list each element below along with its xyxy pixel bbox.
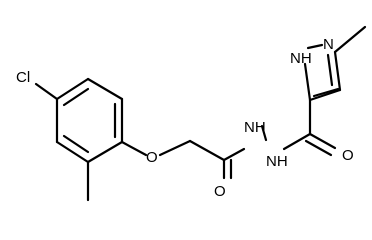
c-cl-bond (34, 82, 59, 101)
carbonyl-nh-bond-left (222, 147, 246, 162)
amide-right-co-bond (308, 132, 337, 150)
molecule-structure-diagram: Cl O O NH NH O N NH (16, 25, 367, 202)
n-n-bond (260, 124, 268, 142)
amide-right-oxygen-label: O (342, 147, 354, 164)
nh-carbonyl-bond-right (282, 132, 312, 151)
ch2-carbonyl-bond (188, 139, 226, 162)
methyl-bond-pyrazole (333, 25, 367, 54)
ether-ch2-bond (158, 139, 192, 157)
nh-right-label: NH (266, 153, 288, 170)
benzene-ring (55, 77, 124, 164)
pyrazole-nh-label: NH (290, 50, 312, 67)
nh-left-label: NH (244, 119, 266, 136)
ether-oxygen-label: O (146, 149, 158, 166)
chlorine-label: Cl (16, 69, 30, 86)
amide-right-co-double (304, 139, 333, 157)
amide-left-oxygen-label: O (214, 183, 226, 200)
pyrazole-n-label: N (323, 36, 334, 53)
aryl-ether-bond (120, 140, 148, 157)
pyrazole-ring (303, 43, 342, 136)
